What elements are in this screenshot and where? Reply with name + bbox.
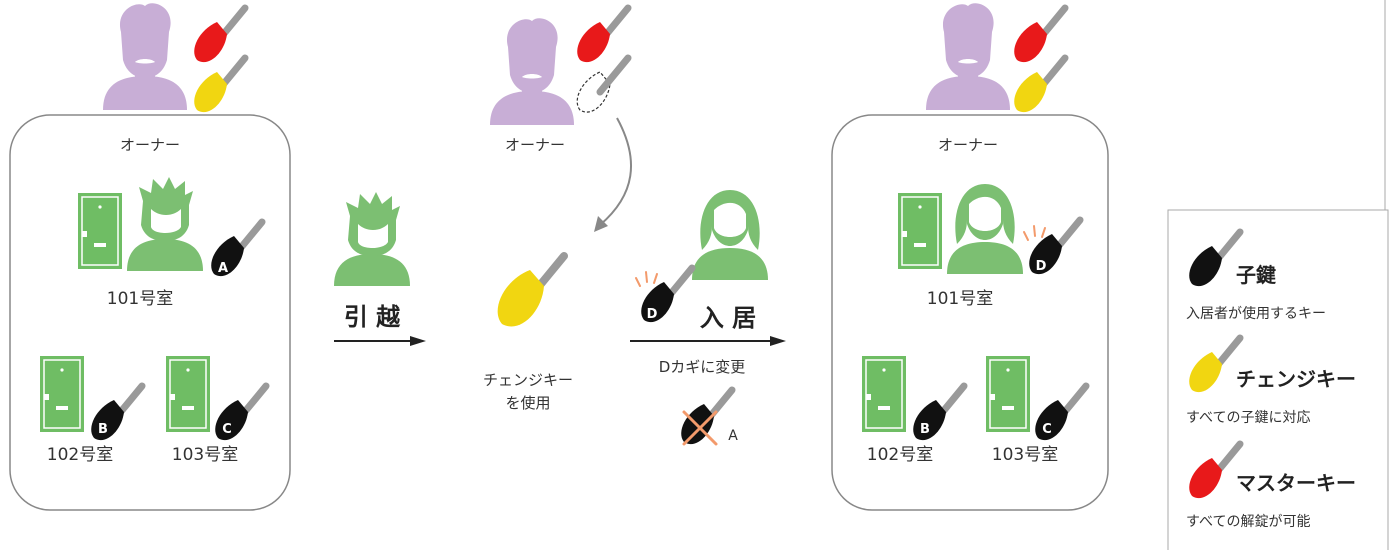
cross-mark-icon (682, 410, 718, 446)
room-101-label: 101号室 (927, 289, 993, 309)
room-101-label: 101号室 (107, 289, 173, 309)
sparkle-accent-icon (1023, 225, 1046, 241)
change-key-title: チェンジキー (1236, 367, 1356, 391)
resident-female-icon (947, 184, 1023, 274)
owner-label: オーナー (938, 136, 998, 154)
handover-arrowhead (594, 216, 608, 232)
room-103-label: 103号室 (172, 445, 238, 465)
key-change-caption: Dカギに変更 (659, 358, 746, 376)
owner-person-icon (926, 3, 1010, 110)
key-letter: A (218, 261, 228, 276)
move-out-arrowhead (410, 336, 426, 346)
left-building-frame (9, 114, 291, 511)
door-103-icon (165, 355, 211, 433)
master-key-desc: すべての解錠が可能 (1186, 514, 1310, 530)
door-102-icon (39, 355, 85, 433)
change-key-caption-line1: チェンジキー (483, 371, 573, 389)
door-103-icon (985, 355, 1031, 433)
old-key-letter: A (728, 428, 738, 444)
key-letter: D (647, 307, 658, 322)
door-102-icon (861, 355, 907, 433)
incoming-resident-female-icon (692, 190, 768, 280)
right-building-frame (831, 114, 1109, 511)
sparkle-accent-icon (635, 271, 658, 287)
move-in-label: 入 居 (700, 304, 756, 332)
key-letter: C (222, 422, 232, 437)
departing-resident-icon (334, 192, 410, 286)
move-out-label: 引 越 (344, 303, 401, 331)
door-101-icon (897, 192, 943, 270)
handover-curve-arrow (599, 117, 633, 226)
missing-change-key-icon (576, 54, 632, 113)
key-letter: B (920, 422, 930, 437)
room-102-label: 102号室 (867, 445, 933, 465)
master-key-icon (194, 8, 245, 62)
key-letter: D (1036, 259, 1047, 274)
owner-person-icon (490, 18, 574, 125)
master-key-title: マスターキー (1236, 471, 1356, 495)
master-key-icon (1014, 8, 1065, 62)
change-key-large-icon (497, 252, 568, 327)
key-letter: B (98, 422, 108, 437)
owner-person-icon (103, 3, 187, 110)
room-103-label: 103号室 (992, 445, 1058, 465)
master-key-icon (577, 8, 628, 62)
child-key-desc: 入居者が使用するキー (1186, 305, 1326, 322)
owner-label: オーナー (505, 136, 565, 154)
key-letter: C (1042, 422, 1052, 437)
change-key-icon (194, 58, 245, 112)
room-102-label: 102号室 (47, 445, 113, 465)
move-in-arrowhead (770, 336, 786, 346)
child-key-title: 子鍵 (1236, 263, 1276, 287)
owner-label: オーナー (120, 136, 180, 154)
change-key-desc: すべての子鍵に対応 (1186, 410, 1310, 426)
resident-male-icon (127, 177, 203, 271)
change-key-icon (1014, 58, 1065, 112)
door-101-icon (77, 192, 123, 270)
change-key-caption-line2: を使用 (505, 394, 550, 412)
